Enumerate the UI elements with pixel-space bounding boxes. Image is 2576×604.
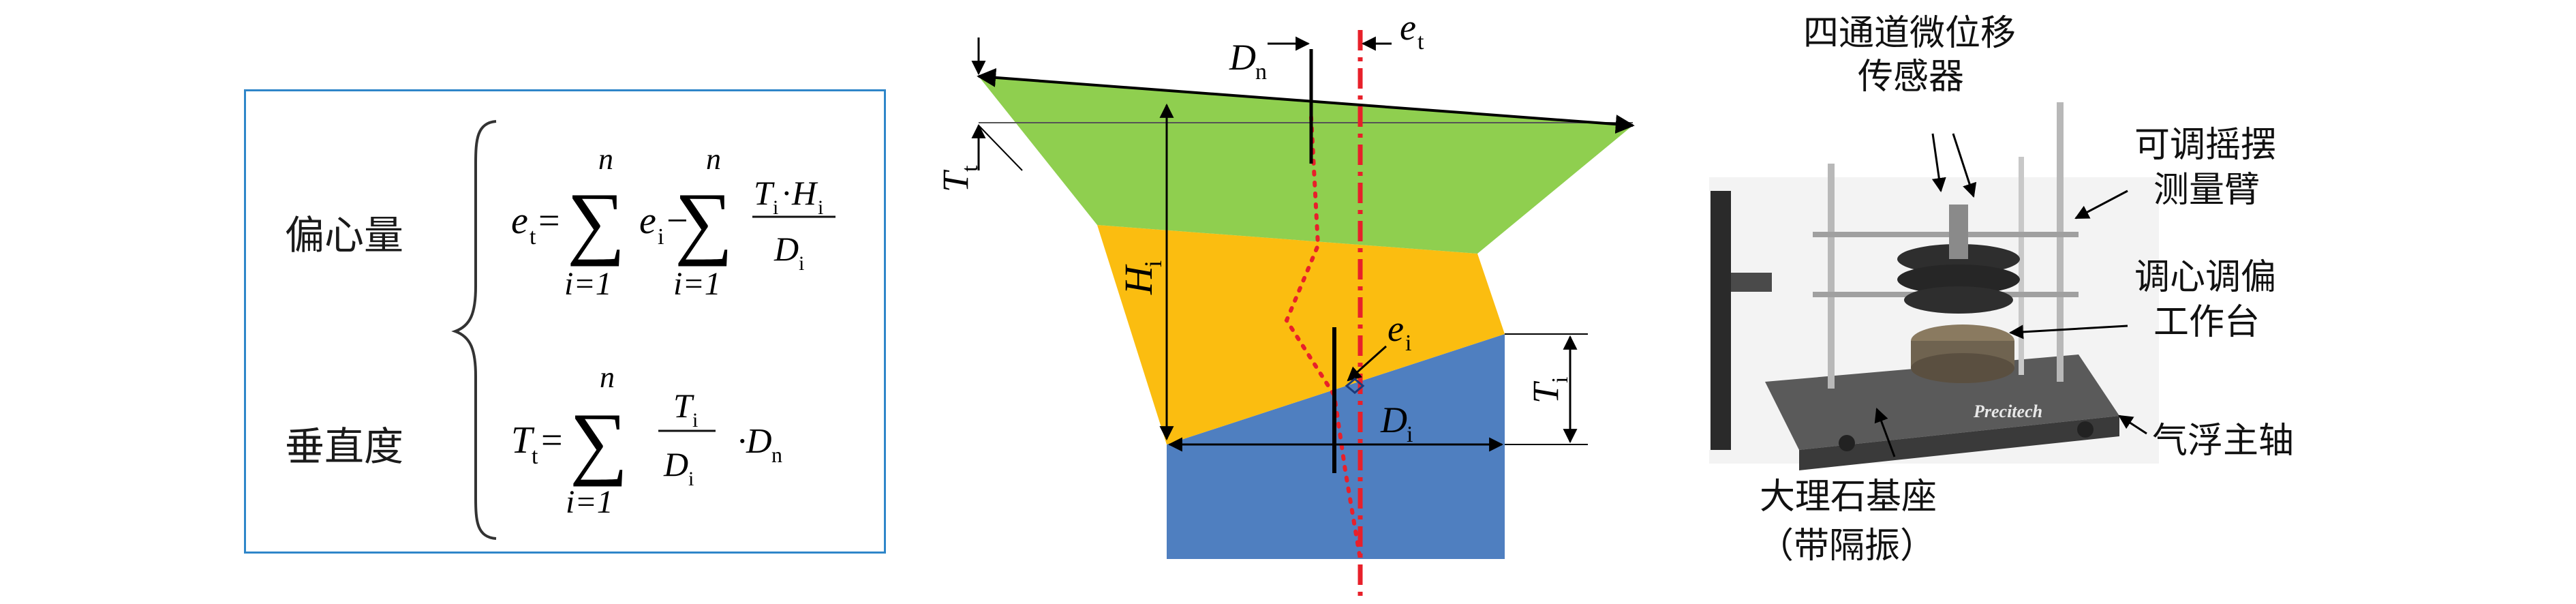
di-label: D [1380, 399, 1407, 440]
spindle-label: 气浮主轴 [2152, 421, 2294, 462]
eq2-tail-sub: n [771, 442, 782, 467]
hi-label: H i [1116, 260, 1167, 295]
eq1-lhs-sub: t [530, 224, 536, 250]
eq2-sum-sigma: ∑ [570, 396, 628, 487]
eq1-sum2-sigma: ∑ [675, 176, 733, 267]
arm-label-2: 测量臂 [2153, 170, 2260, 211]
ei-point-marker [1345, 378, 1365, 394]
et-label-sub: t [1417, 29, 1424, 55]
eq1-sum2-top: n [706, 142, 721, 176]
eq1-sum1-sigma: ∑ [567, 176, 626, 267]
dn-label: D [1229, 37, 1256, 78]
table-label: 调心调偏 [2134, 257, 2276, 298]
middle-block [1097, 225, 1505, 444]
eq1-frac-dot: · [781, 174, 793, 212]
instrument-photo: Precitech [1709, 102, 2159, 470]
ti-label: T i [1525, 377, 1573, 404]
eq1-sum1-bottom: i=1 [564, 266, 612, 302]
eq2-frac-den: D [663, 445, 688, 483]
svg-text:i: i [1548, 377, 1573, 383]
eq2-frac-num: T [673, 387, 694, 425]
base-label-2: （带隔振） [1758, 526, 1935, 567]
base-label: 大理石基座 [1760, 477, 1937, 517]
eq1-frac-num-sub: i [773, 196, 778, 219]
eq1-frac-num2-sub: i [818, 196, 823, 219]
arm-arrow [2074, 190, 2128, 220]
marble-base [1765, 354, 2119, 450]
ei-label-sub: i [1405, 331, 1411, 356]
eq2-lhs-sub: t [532, 444, 538, 469]
eq1-sum1-top: n [598, 142, 613, 176]
svg-text:T: T [1525, 380, 1566, 404]
svg-text:T: T [935, 169, 976, 192]
spindle-arrow [2118, 414, 2147, 435]
svg-text:H: H [1116, 264, 1161, 295]
svg-text:t: t [957, 165, 983, 172]
sensor-arrow-2 [1952, 133, 1977, 198]
eq2-frac-den-sub: i [688, 468, 694, 490]
arm-label: 可调摇摆 [2134, 125, 2276, 166]
eq2-equals: = [541, 419, 563, 462]
eq1-frac-den: D [773, 230, 799, 268]
ei-arrow [1347, 345, 1387, 382]
svg-text:i: i [1139, 260, 1167, 267]
eq2-frac-num-sub: i [692, 409, 698, 432]
et-label: e [1400, 7, 1416, 48]
di-label-sub: i [1407, 422, 1413, 447]
eq1-term1-sub: i [658, 224, 664, 250]
formula-box [244, 89, 886, 554]
center-trace [1284, 115, 1362, 561]
ei-label: e [1387, 308, 1404, 349]
post-left [1828, 164, 1835, 389]
eccentricity-label: 偏心量 [285, 212, 404, 258]
tt-leader [978, 125, 1023, 171]
tt-label: T t [935, 165, 983, 192]
eq1-equals: = [538, 200, 560, 242]
table-label-2: 工作台 [2153, 302, 2260, 343]
sensor-label: 四通道微位移 [1803, 13, 2016, 54]
sensor-arrow-1 [1931, 133, 1946, 193]
sensor-label-2: 传感器 [1858, 57, 1964, 97]
dn-label-sub: n [1255, 59, 1267, 85]
side-panel [1711, 191, 1731, 450]
eq2-sum-top: n [600, 361, 615, 394]
curly-brace [451, 120, 497, 540]
post-right [2057, 102, 2064, 382]
eq2-lhs: T [511, 419, 535, 462]
top-edge-arrow [977, 67, 1635, 134]
eq1-term1: e [639, 200, 656, 242]
verticality-label: 垂直度 [285, 423, 404, 470]
base-arrow [1874, 408, 1896, 457]
table-arrow [2008, 324, 2128, 339]
eq1-frac-num: T [754, 174, 775, 212]
eq1-lhs: e [511, 200, 528, 242]
eq2-tail: ·D [737, 422, 772, 461]
eq1-frac-num2: H [791, 174, 818, 212]
eq1-frac-den-sub: i [799, 252, 804, 275]
brand-text: Precitech [1973, 402, 2042, 421]
eq1-minus: − [666, 200, 688, 242]
top-block [979, 76, 1633, 254]
eq2-sum-bottom: i=1 [566, 484, 613, 520]
eq1-sum2-bottom: i=1 [673, 266, 721, 302]
